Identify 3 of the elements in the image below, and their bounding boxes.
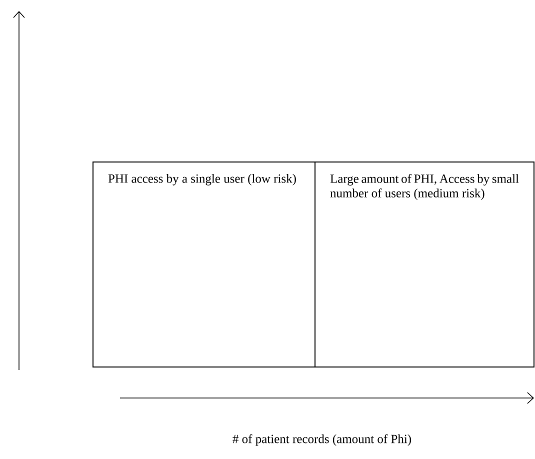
- axis-label: # of patient records (amount of Phi): [232, 434, 412, 446]
- quadrant-box: Large amount of PHI, Access by small number of users (medium risk): [314, 162, 534, 368]
- quadrant-box: PHI access by a single user (low risk): [92, 162, 316, 368]
